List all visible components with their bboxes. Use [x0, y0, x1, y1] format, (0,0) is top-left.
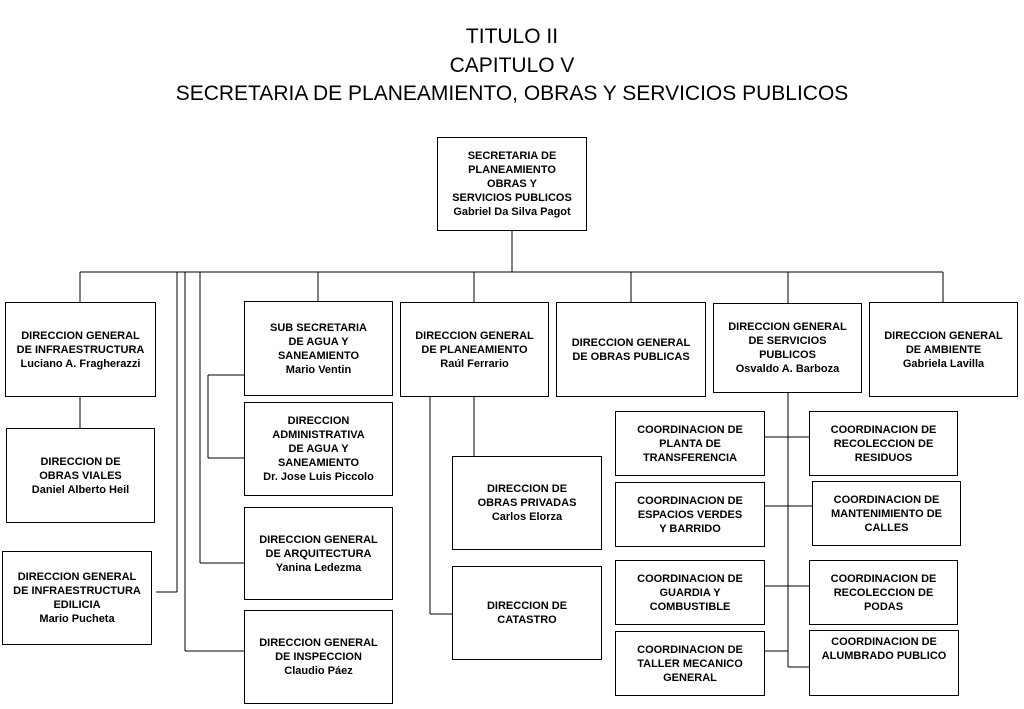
catastro-box: DIRECCION DE CATASTRO — [452, 566, 602, 660]
dg-servicios-box: DIRECCION GENERAL DE SERVICIOS PUBLICOS … — [713, 303, 862, 393]
coord-residuos-line-1: COORDINACION DE — [830, 423, 937, 436]
obras-viales-line-2: OBRAS VIALES — [39, 469, 122, 482]
secretaria-line-3: OBRAS Y — [487, 178, 537, 190]
dir-administrativa-box: DIRECCION ADMINISTRATIVA DE AGUA Y SANEA… — [244, 402, 393, 496]
dg-ambiente-name: Gabriela Lavilla — [902, 357, 985, 370]
infra-edilicia-name: Mario Pucheta — [39, 613, 115, 625]
dg-ambiente-box: DIRECCION GENERAL DE AMBIENTE Gabriela L… — [869, 302, 1018, 397]
dg-inspeccion-line-1: DIRECCION GENERAL — [259, 637, 378, 649]
infra-edilicia-line-2: DE INFRAESTRUCTURA — [13, 585, 141, 597]
infra-edilicia-line-3: EDILICIA — [53, 599, 101, 611]
coord-residuos-line-3: RESIDUOS — [854, 451, 913, 464]
title-line-2: CAPITULO V — [449, 54, 575, 77]
dg-ambiente-line-1: DIRECCION GENERAL — [884, 329, 1003, 342]
infra-edilicia-box: DIRECCION GENERAL DE INFRAESTRUCTURA EDI… — [2, 551, 152, 645]
dg-arquitectura-box: DIRECCION GENERAL DE ARQUITECTURA Yanina… — [244, 507, 393, 600]
dg-planeamiento-box: DIRECCION GENERAL DE PLANEAMIENTO Raúl F… — [400, 302, 549, 397]
secretaria-box: SECRETARIA DE PLANEAMIENTO OBRAS Y SERVI… — [437, 137, 587, 231]
sub-secretaria-name: Mario Ventin — [285, 363, 352, 376]
coord-alumbrado-box: COORDINACION DE ALUMBRADO PUBLICO — [809, 630, 959, 696]
dg-infraestructura-line-1: DIRECCION GENERAL — [21, 329, 140, 342]
coord-guardia-line-1: COORDINACION DE — [637, 572, 743, 585]
coord-mantenimiento-line-1: COORDINACION DE — [833, 493, 940, 506]
coord-podas-box: COORDINACION DE RECOLECCION DE PODAS — [809, 560, 958, 625]
obras-viales-name: Daniel Alberto Heil — [31, 483, 130, 496]
coord-recoleccion-residuos-box: COORDINACION DE RECOLECCION DE RESIDUOS — [809, 411, 958, 476]
secretaria-line-4: SERVICIOS PUBLICOS — [452, 192, 572, 204]
secretaria-name: Gabriel Da Silva Pagot — [453, 206, 571, 218]
dg-inspeccion-line-2: DE INSPECCION — [275, 651, 362, 663]
coord-guardia-box: COORDINACION DE GUARDIA Y COMBUSTIBLE — [615, 560, 765, 625]
secretaria-line-1: SECRETARIA DE — [467, 150, 557, 162]
coord-mantenimiento-line-2: MANTENIMIENTO DE — [830, 507, 943, 520]
coord-podas-line-3: PODAS — [863, 600, 904, 613]
coord-alumbrado-line-2: ALUMBRADO PUBLICO — [821, 650, 947, 662]
obras-privadas-box: DIRECCION DE OBRAS PRIVADAS Carlos Elorz… — [452, 456, 602, 550]
coord-taller-line-2: TALLER MECANICO — [637, 657, 743, 670]
dg-ambiente-line-2: DE AMBIENTE — [905, 343, 982, 356]
coord-taller-line-1: COORDINACION DE — [637, 643, 743, 656]
dg-obras-publicas-line-2: DE OBRAS PUBLICAS — [572, 350, 690, 363]
obras-viales-line-1: DIRECCION DE — [40, 455, 121, 468]
obras-privadas-line-2: OBRAS PRIVADAS — [477, 497, 577, 509]
dg-servicios-line-1: DIRECCION GENERAL — [728, 321, 847, 333]
coord-alumbrado-line-1: COORDINACION DE — [831, 636, 937, 648]
coord-guardia-line-3: COMBUSTIBLE — [649, 600, 731, 613]
dir-administrativa-name: Dr. Jose Luis Piccolo — [263, 471, 374, 483]
dir-administrativa-line-2: ADMINISTRATIVA — [272, 429, 365, 441]
obras-viales-box: DIRECCION DE OBRAS VIALES Daniel Alberto… — [6, 428, 155, 523]
title-line-3: SECRETARIA DE PLANEAMIENTO, OBRAS Y SERV… — [175, 82, 849, 105]
infra-edilicia-line-1: DIRECCION GENERAL — [17, 571, 137, 583]
dg-infraestructura-name: Luciano A. Fragherazzi — [20, 357, 141, 370]
dg-arquitectura-line-2: DE ARQUITECTURA — [265, 547, 372, 560]
sub-secretaria-line-3: SANEAMIENTO — [277, 349, 360, 362]
secretaria-line-2: PLANEAMIENTO — [468, 164, 556, 176]
dg-planeamiento-line-1: DIRECCION GENERAL — [415, 329, 534, 342]
dir-administrativa-line-4: SANEAMIENTO — [277, 457, 360, 469]
dg-inspeccion-name: Claudio Páez — [284, 665, 353, 677]
coord-espacios-box: COORDINACION DE ESPACIOS VERDES Y BARRID… — [615, 482, 765, 547]
catastro-line-1: DIRECCION DE — [486, 600, 568, 612]
dg-obras-publicas-line-1: DIRECCION GENERAL — [571, 336, 691, 349]
coord-mantenimiento-line-3: CALLES — [864, 521, 909, 534]
coord-podas-line-1: COORDINACION DE — [830, 572, 937, 585]
obras-privadas-name: Carlos Elorza — [491, 511, 563, 523]
dg-arquitectura-line-1: DIRECCION GENERAL — [259, 533, 378, 546]
coord-guardia-line-2: GUARDIA Y — [659, 586, 721, 599]
coord-taller-box: COORDINACION DE TALLER MECANICO GENERAL — [615, 631, 765, 696]
catastro-line-2: CATASTRO — [497, 614, 557, 626]
coord-taller-line-3: GENERAL — [663, 671, 717, 684]
coord-mantenimiento-box: COORDINACION DE MANTENIMIENTO DE CALLES — [812, 481, 961, 546]
dg-infraestructura-box: DIRECCION GENERAL DE INFRAESTRUCTURA Luc… — [5, 302, 156, 397]
dg-inspeccion-box: DIRECCION GENERAL DE INSPECCION Claudio … — [244, 610, 393, 704]
sub-secretaria-box: SUB SECRETARIA DE AGUA Y SANEAMIENTO Mar… — [244, 301, 393, 396]
sub-secretaria-line-1: SUB SECRETARIA — [270, 321, 367, 334]
sub-secretaria-line-2: DE AGUA Y — [288, 335, 349, 348]
title-line-1: TITULO II — [465, 25, 559, 48]
coord-podas-line-2: RECOLECCION DE — [833, 586, 934, 599]
coord-planta-line-3: TRANSFERENCIA — [642, 451, 738, 464]
dir-administrativa-line-3: DE AGUA Y — [288, 443, 349, 455]
coord-espacios-line-3: Y BARRIDO — [659, 522, 721, 535]
coord-espacios-line-1: COORDINACION DE — [637, 494, 743, 507]
dg-infraestructura-line-2: DE INFRAESTRUCTURA — [16, 343, 145, 356]
coord-planta-line-1: COORDINACION DE — [637, 423, 743, 436]
coord-planta-line-2: PLANTA DE — [659, 437, 721, 450]
coord-espacios-line-2: ESPACIOS VERDES — [637, 508, 743, 521]
coord-planta-box: COORDINACION DE PLANTA DE TRANSFERENCIA — [615, 411, 765, 476]
dg-arquitectura-name: Yanina Ledezma — [275, 561, 362, 574]
dg-servicios-name: Osvaldo A. Barboza — [735, 363, 840, 375]
dg-planeamiento-name: Raúl Ferrario — [440, 357, 509, 370]
dg-planeamiento-line-2: DE PLANEAMIENTO — [421, 343, 528, 356]
dg-obras-publicas-box: DIRECCION GENERAL DE OBRAS PUBLICAS — [556, 302, 706, 397]
dir-administrativa-line-1: DIRECCION — [287, 415, 350, 427]
dg-servicios-line-2: DE SERVICIOS — [748, 335, 827, 347]
obras-privadas-line-1: DIRECCION DE — [486, 483, 568, 495]
dg-servicios-line-3: PUBLICOS — [759, 349, 816, 361]
coord-residuos-line-2: RECOLECCION DE — [833, 437, 934, 450]
